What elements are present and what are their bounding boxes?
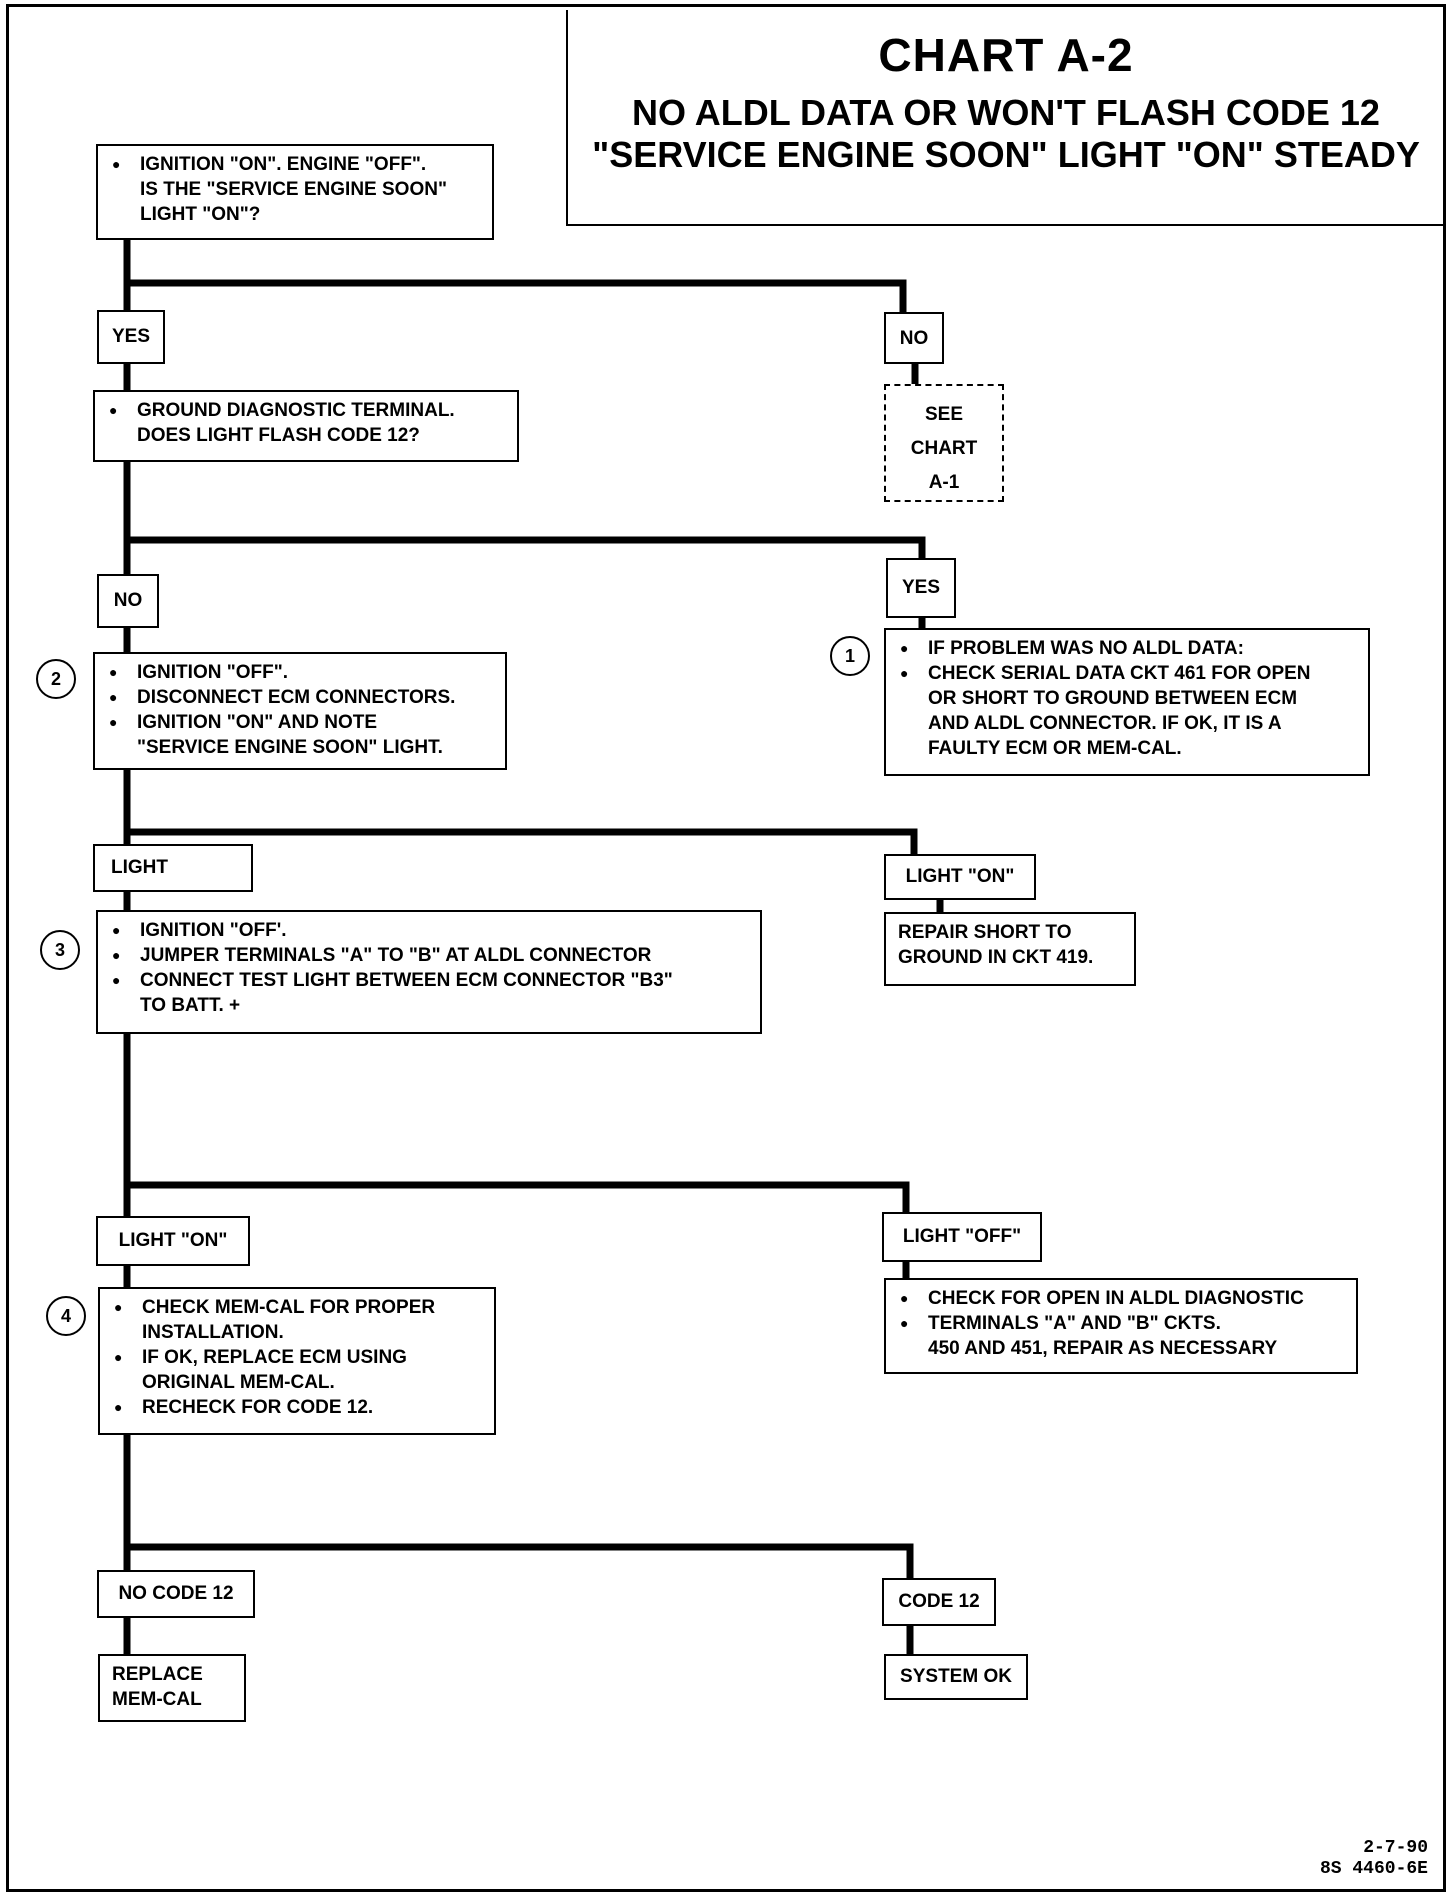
start-question-box: IGNITION "ON". ENGINE "OFF". IS THE "SER… (96, 144, 494, 240)
yes-label-1: YES (97, 310, 165, 364)
see-chart-line-2: CHART (910, 438, 978, 459)
no-label-2: NO (97, 574, 159, 628)
start-line-1: IGNITION "ON". ENGINE "OFF". (108, 152, 482, 177)
ground-diag-line-2: DOES LIGHT FLASH CODE 12? (137, 425, 420, 446)
step-4-box: CHECK MEM-CAL FOR PROPER INSTALLATION. I… (98, 1287, 496, 1435)
footer: 2-7-90 8S 4460-6E (1320, 1838, 1428, 1880)
step4-line-1: CHECK MEM-CAL FOR PROPER (110, 1295, 484, 1320)
step3-line-2: JUMPER TERMINALS "A" TO "B" AT ALDL CONN… (108, 943, 750, 968)
step1-line-4: AND ALDL CONNECTOR. IF OK, IT IS A (928, 713, 1282, 734)
step4-line-4: ORIGINAL MEM-CAL. (142, 1372, 335, 1393)
yes-label-2: YES (886, 558, 956, 618)
step1-line-1: IF PROBLEM WAS NO ALDL DATA: (896, 636, 1358, 661)
step-1-box: IF PROBLEM WAS NO ALDL DATA: CHECK SERIA… (884, 628, 1370, 776)
light-on-label-1: LIGHT "ON" (884, 854, 1036, 900)
step1-line-2: CHECK SERIAL DATA CKT 461 FOR OPEN (896, 661, 1358, 686)
code-12-label: CODE 12 (882, 1578, 996, 1626)
repair-short-line-1: REPAIR SHORT TO (898, 922, 1072, 943)
step2-line-3: IGNITION "ON" AND NOTE (105, 710, 495, 735)
ground-diagnostic-box: GROUND DIAGNOSTIC TERMINAL. DOES LIGHT F… (93, 390, 519, 462)
chart-title: CHART A-2 (878, 29, 1134, 81)
step2-line-1: IGNITION "OFF". (105, 660, 495, 685)
ground-diag-line-1: GROUND DIAGNOSTIC TERMINAL. (105, 398, 507, 423)
light-off-label: LIGHT "OFF" (882, 1212, 1042, 1262)
light-on-label-2: LIGHT "ON" (96, 1216, 250, 1266)
light-label: LIGHT (93, 844, 253, 892)
step-marker-2: 2 (36, 659, 76, 699)
step-3-box: IGNITION "OFF'. JUMPER TERMINALS "A" TO … (96, 910, 762, 1034)
start-line-2: IS THE "SERVICE ENGINE SOON" (140, 179, 447, 200)
step2-line-4: "SERVICE ENGINE SOON" LIGHT. (137, 737, 443, 758)
check-open-line-1: CHECK FOR OPEN IN ALDL DIAGNOSTIC (896, 1286, 1346, 1311)
step3-line-1: IGNITION "OFF'. (108, 918, 750, 943)
footer-doc-id: 8S 4460-6E (1319, 1859, 1428, 1879)
page-border (6, 4, 1446, 1892)
step-marker-4: 4 (46, 1296, 86, 1336)
step4-line-5: RECHECK FOR CODE 12. (110, 1395, 484, 1420)
repair-short-box: REPAIR SHORT TO GROUND IN CKT 419. (884, 912, 1136, 986)
step-marker-3: 3 (40, 930, 80, 970)
see-chart-line-3: A-1 (928, 472, 960, 493)
step2-line-2: DISCONNECT ECM CONNECTORS. (105, 685, 495, 710)
check-open-box: CHECK FOR OPEN IN ALDL DIAGNOSTIC TERMIN… (884, 1278, 1358, 1374)
step4-line-2: INSTALLATION. (142, 1322, 284, 1343)
replace-memcal-box: REPLACE MEM-CAL (98, 1654, 246, 1722)
repair-short-line-2: GROUND IN CKT 419. (898, 947, 1094, 968)
step-2-box: IGNITION "OFF". DISCONNECT ECM CONNECTOR… (93, 652, 507, 770)
check-open-line-3: 450 AND 451, REPAIR AS NECESSARY (928, 1338, 1278, 1359)
chart-subtitle: NO ALDL DATA OR WON'T FLASH CODE 12 "SER… (568, 92, 1444, 176)
no-code-12-label: NO CODE 12 (97, 1570, 255, 1618)
no-label-1: NO (884, 312, 944, 364)
system-ok-box: SYSTEM OK (884, 1654, 1028, 1700)
step-marker-1: 1 (830, 636, 870, 676)
replace-memcal-line-1: REPLACE (112, 1664, 203, 1685)
check-open-line-2: TERMINALS "A" AND "B" CKTS. (896, 1311, 1346, 1336)
see-chart-line-1: SEE (924, 404, 964, 425)
see-chart-a1-box: SEE CHART A-1 (884, 384, 1004, 502)
step3-line-3: CONNECT TEST LIGHT BETWEEN ECM CONNECTOR… (108, 968, 750, 993)
step1-line-5: FAULTY ECM OR MEM-CAL. (928, 738, 1182, 759)
step3-line-4: TO BATT. + (140, 995, 241, 1016)
chart-subtitle-line2: "SERVICE ENGINE SOON" LIGHT "ON" STEADY (592, 134, 1420, 175)
chart-header: CHART A-2 NO ALDL DATA OR WON'T FLASH CO… (566, 10, 1444, 226)
replace-memcal-line-2: MEM-CAL (112, 1689, 202, 1710)
start-line-3: LIGHT "ON"? (140, 204, 261, 225)
step4-line-3: IF OK, REPLACE ECM USING (110, 1345, 484, 1370)
step1-line-3: OR SHORT TO GROUND BETWEEN ECM (928, 688, 1298, 709)
chart-subtitle-line1: NO ALDL DATA OR WON'T FLASH CODE 12 (632, 92, 1380, 133)
footer-date: 2-7-90 (1363, 1838, 1428, 1858)
